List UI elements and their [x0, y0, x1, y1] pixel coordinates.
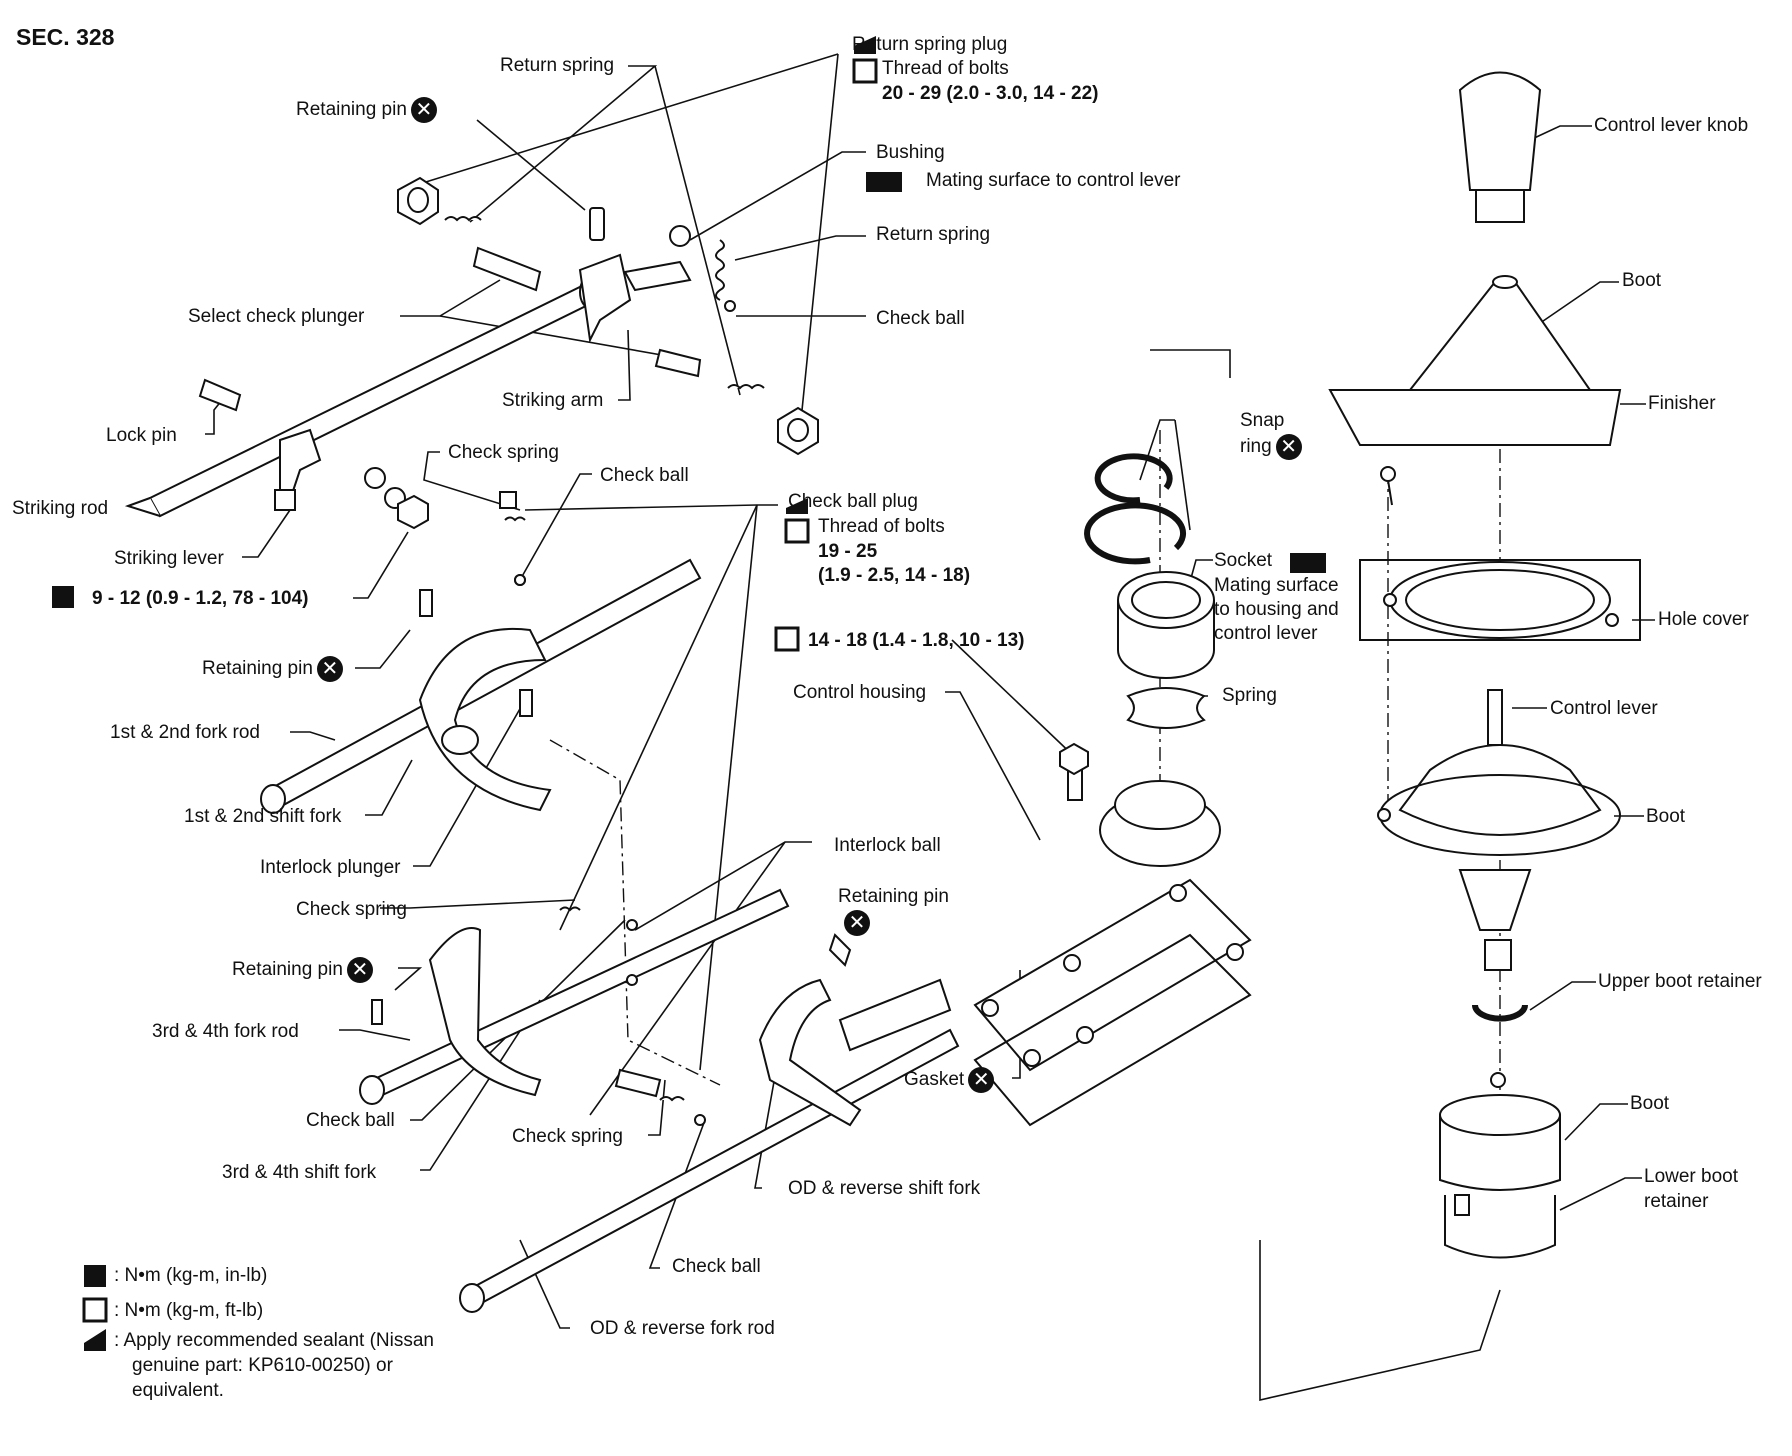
label-gasket: Gasket✕	[904, 1067, 995, 1093]
torque-ftlb-icon-3	[784, 518, 810, 544]
label-torque-return-plug: 20 - 29 (2.0 - 3.0, 14 - 22)	[882, 83, 1099, 104]
legend-nm-ft-lb: : N•m (kg-m, ft-lb)	[114, 1300, 264, 1321]
grease-icon	[866, 172, 902, 192]
label-torque-striking: 9 - 12 (0.9 - 1.2, 78 - 104)	[92, 588, 309, 609]
label-thread-of-bolts-1: Thread of bolts	[882, 58, 1009, 79]
label-torque-check-plug-a: 19 - 25	[818, 541, 878, 562]
label-od-fork-rod: OD & reverse fork rod	[590, 1318, 775, 1339]
label-striking-lever: Striking lever	[114, 548, 224, 569]
label-snap-ring-b: ring✕	[1240, 434, 1302, 460]
label-torque-housing: 14 - 18 (1.4 - 1.8, 10 - 13)	[808, 630, 1025, 651]
sealant-icon-3	[786, 498, 808, 514]
label-check-ball-4: Check ball	[672, 1256, 761, 1277]
control-housing-shape	[973, 742, 1252, 1127]
label-shift-fork-12: 1st & 2nd shift fork	[184, 806, 342, 827]
label-check-ball-3: Check ball	[306, 1110, 395, 1131]
label-return-spring-plug: Return spring plug	[852, 34, 1008, 55]
label-lower-boot-retainer-b: retainer	[1644, 1191, 1709, 1212]
legend-sealant-3: equivalent.	[132, 1380, 224, 1401]
label-boot-top: Boot	[1622, 270, 1662, 291]
label-striking-rod: Striking rod	[12, 498, 109, 519]
label-check-ball-top: Check ball	[876, 308, 965, 329]
label-control-lever: Control lever	[1550, 698, 1658, 719]
label-retaining-pin-mid: Retaining pin✕	[202, 656, 343, 682]
label-lower-boot-retainer-a: Lower boot	[1644, 1166, 1739, 1187]
torque-inlb-icon-2	[52, 586, 74, 608]
label-torque-check-plug-b: (1.9 - 2.5, 14 - 18)	[818, 565, 971, 586]
legend-nm-in-lb: : N•m (kg-m, in-lb)	[114, 1265, 268, 1286]
label-spring: Spring	[1222, 685, 1277, 706]
label-retaining-pin-mid-text: Retaining pin	[202, 658, 313, 680]
label-check-ball-2: Check ball	[600, 465, 689, 486]
label-mating-surface-housing-b: to housing and	[1214, 599, 1339, 620]
grease-icon-2	[1290, 553, 1326, 573]
legend-sealant-2: genuine part: KP610-00250) or	[132, 1355, 393, 1376]
section-label: SEC. 328	[16, 24, 115, 50]
label-retaining-pin-right: Retaining pin	[838, 886, 949, 908]
label-retaining-pin-top-text: Retaining pin	[296, 99, 407, 121]
do-not-reuse-icon: ✕	[410, 97, 437, 123]
label-striking-arm: Striking arm	[502, 390, 604, 411]
label-check-spring-1: Check spring	[448, 442, 559, 463]
torque-inlb-icon	[84, 1265, 106, 1287]
control-lever-shape	[1328, 71, 1641, 1259]
label-lock-pin: Lock pin	[106, 425, 177, 446]
fork-od-shape	[459, 933, 960, 1313]
label-boot-mid: Boot	[1646, 806, 1686, 827]
label-interlock-ball: Interlock ball	[834, 835, 941, 856]
label-upper-boot-retainer: Upper boot retainer	[1598, 971, 1762, 992]
label-fork-rod-34: 3rd & 4th fork rod	[152, 1021, 299, 1042]
do-not-reuse-right: ✕	[840, 910, 870, 936]
label-fork-rod-12: 1st & 2nd fork rod	[110, 722, 260, 743]
label-retaining-pin-left: Retaining pin✕	[232, 957, 373, 983]
torque-ftlb-icon	[82, 1297, 108, 1323]
label-snap-ring-a: Snap	[1240, 410, 1285, 431]
label-select-check-plunger: Select check plunger	[188, 306, 365, 327]
label-check-ball-plug: Check ball plug	[788, 491, 918, 512]
legend-sealant-1: : Apply recommended sealant (Nissan	[114, 1330, 434, 1351]
socket-parts-shape	[1084, 453, 1215, 729]
label-shift-fork-34: 3rd & 4th shift fork	[222, 1162, 377, 1183]
label-mating-surface-control-lever: Mating surface to control lever	[926, 170, 1181, 191]
label-socket: Socket	[1214, 550, 1273, 571]
label-check-spring-2: Check spring	[296, 899, 407, 920]
label-control-housing: Control housing	[793, 682, 927, 703]
label-od-shift-fork: OD & reverse shift fork	[788, 1178, 981, 1199]
do-not-reuse-icon: ✕	[316, 656, 343, 682]
fork-12-shape	[260, 491, 702, 814]
label-mating-surface-housing-a: Mating surface	[1214, 575, 1339, 596]
torque-ftlb-icon-2	[852, 58, 878, 84]
label-retaining-pin-left-text: Retaining pin	[232, 959, 343, 981]
label-retaining-pin-top: Retaining pin✕	[296, 97, 437, 123]
label-check-spring-3: Check spring	[512, 1126, 623, 1147]
do-not-reuse-icon: ✕	[844, 910, 870, 936]
torque-ftlb-icon-4	[774, 626, 800, 652]
label-hole-cover: Hole cover	[1658, 609, 1749, 630]
legend-icons	[52, 36, 1326, 1351]
label-return-spring-top: Return spring	[500, 55, 615, 76]
label-interlock-plunger: Interlock plunger	[260, 857, 401, 878]
label-return-spring-right: Return spring	[876, 224, 991, 245]
label-finisher: Finisher	[1648, 393, 1716, 414]
sealant-icon-2	[854, 36, 876, 54]
do-not-reuse-icon: ✕	[968, 1067, 995, 1093]
label-bushing: Bushing	[876, 142, 945, 163]
label-mating-surface-housing-c: control lever	[1214, 623, 1318, 644]
do-not-reuse-icon: ✕	[346, 957, 373, 983]
do-not-reuse-icon: ✕	[1275, 434, 1302, 460]
top-small-parts	[198, 176, 819, 530]
label-retaining-pin-right-text: Retaining pin	[838, 886, 949, 907]
label-snap-ring-b-text: ring	[1240, 436, 1272, 458]
label-control-lever-knob: Control lever knob	[1594, 115, 1749, 136]
label-thread-of-bolts-2: Thread of bolts	[818, 516, 945, 537]
fork-34-shape	[359, 888, 790, 1105]
label-gasket-text: Gasket	[904, 1069, 965, 1091]
sealant-icon	[84, 1329, 106, 1351]
label-boot-bottom: Boot	[1630, 1093, 1670, 1114]
striking-rod-shape	[124, 253, 692, 518]
